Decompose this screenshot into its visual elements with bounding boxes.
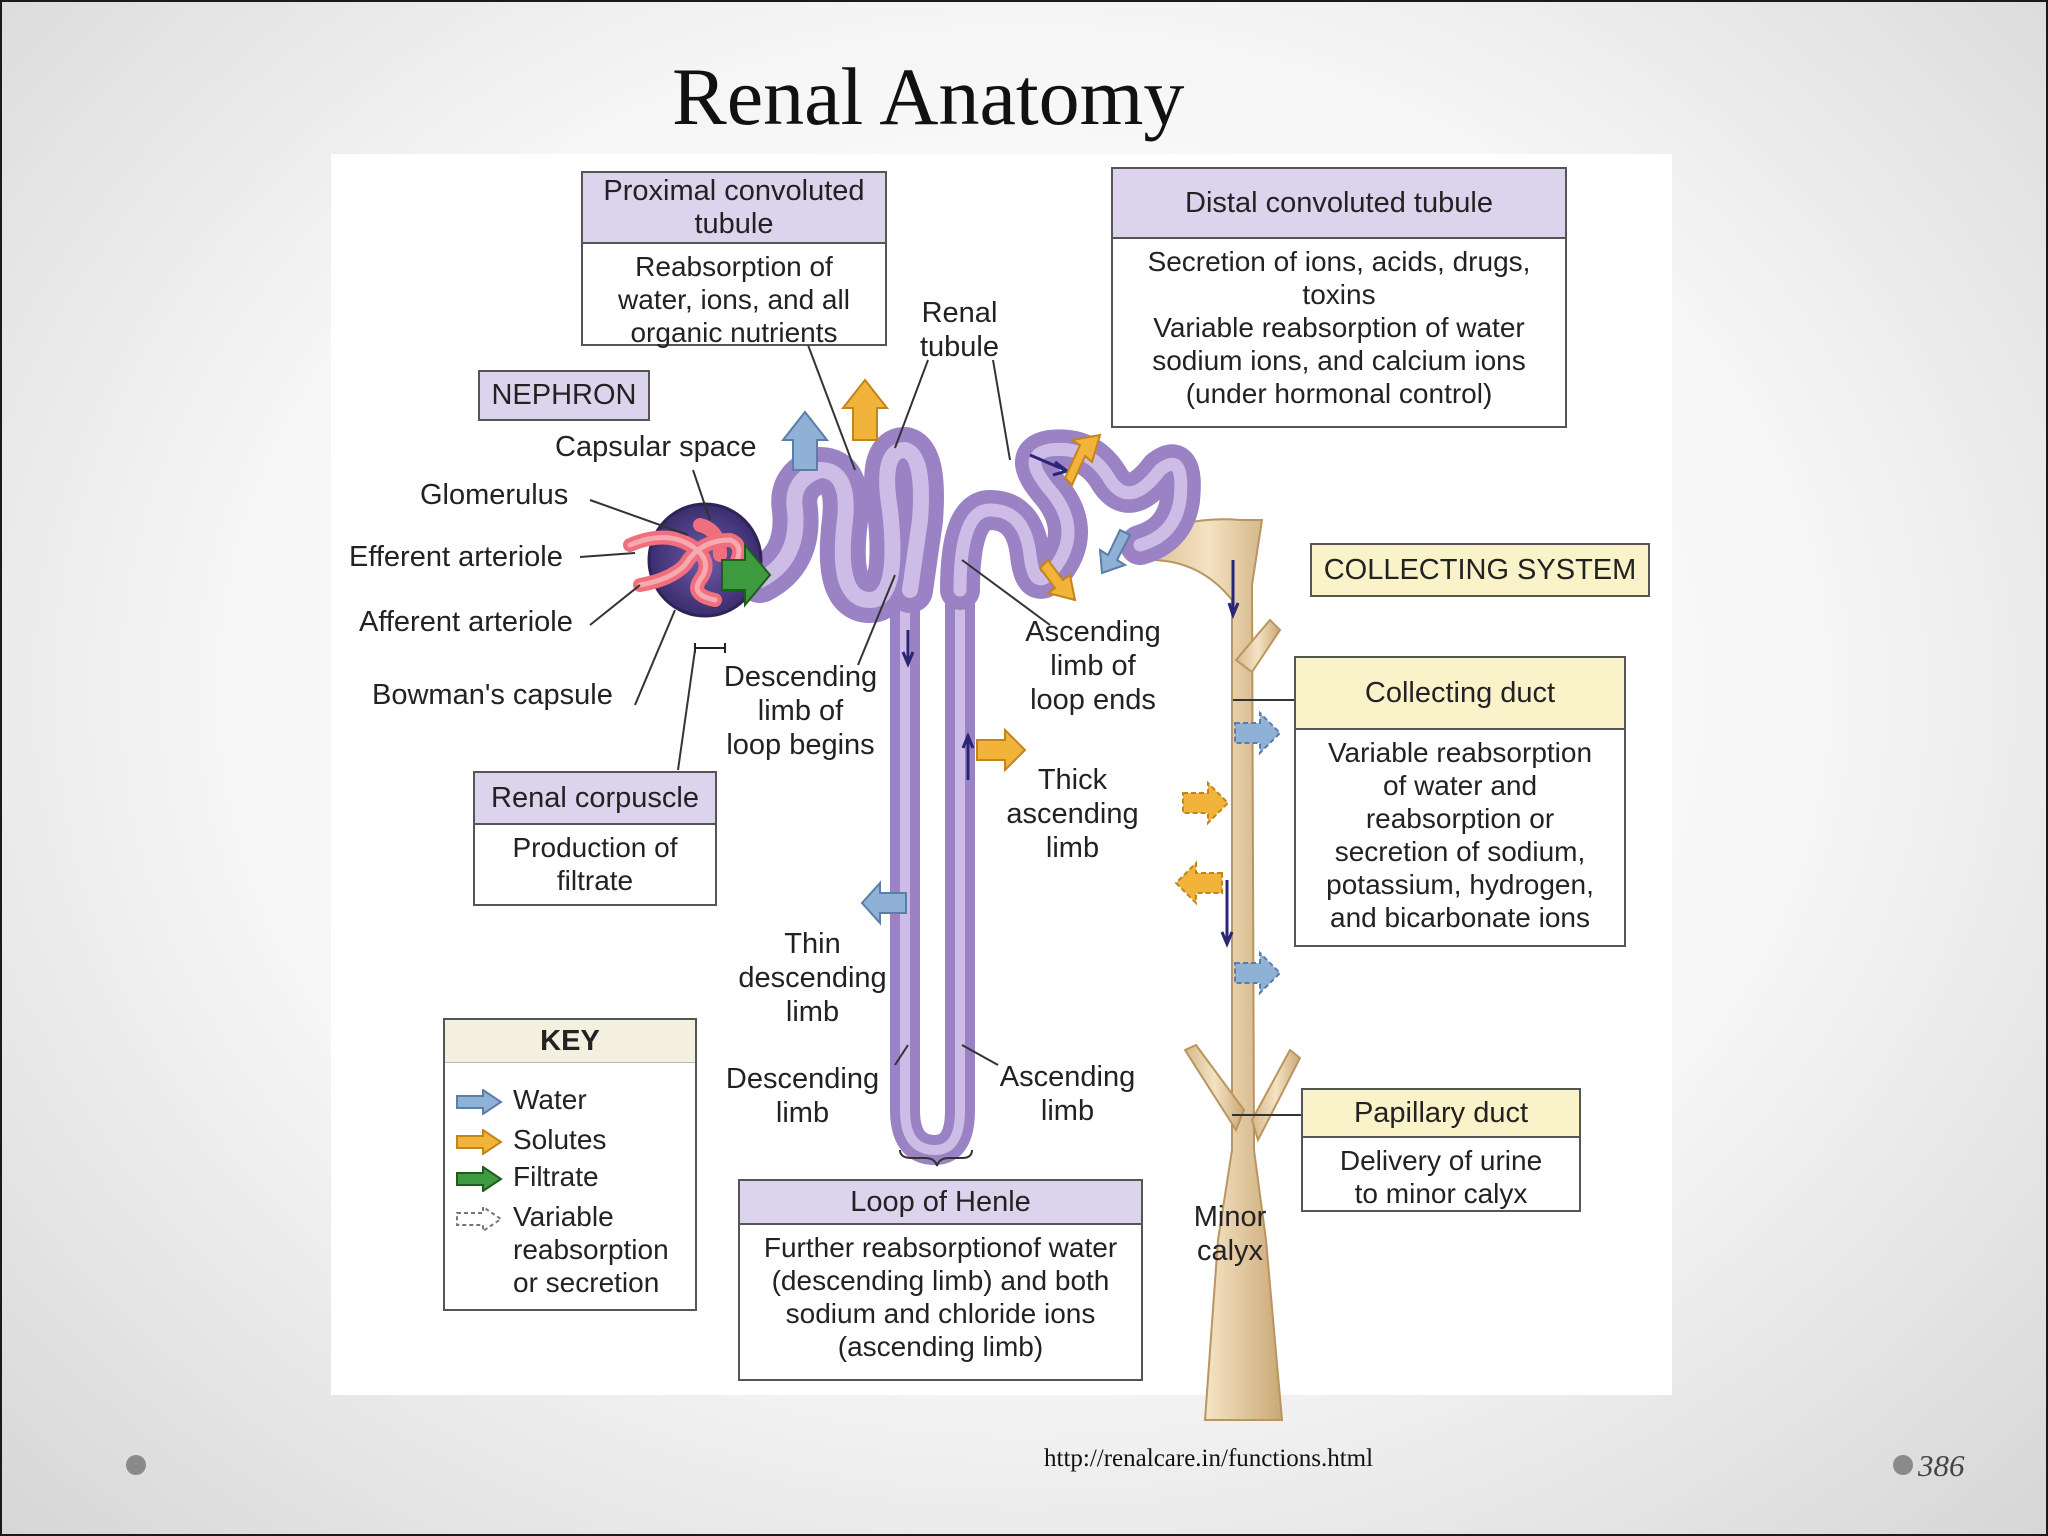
tag-nephron: NEPHRON <box>478 370 650 421</box>
legend-item-water: Water <box>455 1083 587 1116</box>
legend-label-water: Water <box>513 1084 587 1115</box>
variable-arrow-icon <box>1174 860 1223 906</box>
box-distal-title: Distal convoluted tubule <box>1113 169 1565 239</box>
filtrate-arrow-icon <box>721 542 772 608</box>
bullet-dot-left <box>126 1455 146 1475</box>
collecting-duct-shape <box>1133 518 1302 1421</box>
legend-label-variable: Variable reabsorption or secretion <box>513 1201 669 1298</box>
legend-key: KEY Water Solutes Filtrate Variable reab… <box>443 1018 697 1311</box>
label-glomerulus: Glomerulus <box>420 479 569 511</box>
box-distal-body: Secretion of ions, acids, drugs, toxins … <box>1147 246 1531 409</box>
box-collecting-duct: Collecting duct Variable reabsorption of… <box>1294 656 1626 947</box>
water-arrow-icon <box>860 880 907 926</box>
page-number: 386 <box>1918 1448 1965 1483</box>
label-thick-ascending-limb: Thick ascending limb <box>1006 764 1139 864</box>
bullet-dot-right <box>1893 1455 1913 1475</box>
label-ascending-limb: Ascending limb <box>999 1061 1136 1127</box>
filtrate-arrow-icon <box>456 1166 503 1192</box>
solutes-arrow-icon <box>1063 433 1102 487</box>
box-loop-of-henle-body: Further reabsorptionof water (descending… <box>763 1232 1118 1362</box>
water-arrow-icon <box>456 1089 503 1115</box>
label-efferent-arteriole: Efferent arteriole <box>349 541 563 573</box>
legend-item-variable: Variable reabsorption or secretion <box>455 1200 669 1299</box>
label-descending-limb: Descending limb <box>725 1063 880 1129</box>
solutes-arrow-icon <box>1038 558 1077 602</box>
tag-collecting-system: COLLECTING SYSTEM <box>1310 543 1650 597</box>
label-descending-limb-begins: Descending limb of loop begins <box>723 661 878 761</box>
proximal-tubule-shape <box>737 427 944 623</box>
legend-label-filtrate: Filtrate <box>513 1161 599 1192</box>
solutes-arrow-icon <box>976 727 1027 773</box>
box-renal-corpuscle: Renal corpuscle Production of filtrate <box>473 771 717 906</box>
slide-title: Renal Anatomy <box>672 51 1185 142</box>
box-papillary-duct-body: Delivery of urine to minor calyx <box>1339 1145 1543 1209</box>
label-ascending-limb-ends: Ascending limb of loop ends <box>1025 616 1161 716</box>
variable-arrow-icon <box>1234 710 1282 756</box>
label-minor-calyx: Minor calyx <box>1193 1201 1267 1267</box>
variable-arrow-icon <box>1234 950 1282 996</box>
transport-arrows <box>780 378 1282 996</box>
solutes-arrow-icon <box>456 1129 503 1155</box>
box-papillary-duct-title: Papillary duct <box>1303 1090 1579 1138</box>
label-thin-descending-limb: Thin descending limb <box>738 928 887 1028</box>
variable-arrow-icon <box>1182 780 1230 826</box>
box-proximal-title: Proximal convoluted tubule <box>583 173 885 244</box>
box-collecting-duct-body: Variable reabsorption of water and reabs… <box>1326 737 1594 933</box>
box-proximal-body: Reabsorption of water, ions, and all org… <box>618 251 850 348</box>
label-capsular-space: Capsular space <box>555 431 757 463</box>
leader-lines <box>579 344 1305 1167</box>
box-distal-convoluted-tubule: Distal convoluted tubule Secretion of io… <box>1111 167 1567 428</box>
water-arrow-icon <box>780 410 830 471</box>
box-renal-corpuscle-body: Production of filtrate <box>512 832 678 896</box>
solutes-arrow-icon <box>840 378 890 441</box>
label-bowmans-capsule: Bowman's capsule <box>372 679 613 711</box>
distal-tubule-shape <box>940 429 1201 610</box>
label-afferent-arteriole: Afferent arteriole <box>359 606 573 638</box>
legend-item-solutes: Solutes <box>455 1123 606 1156</box>
loop-of-henle-shape <box>890 555 975 1166</box>
box-proximal-convoluted-tubule: Proximal convoluted tubule Reabsorption … <box>581 171 887 348</box>
legend-label-solutes: Solutes <box>513 1124 607 1155</box>
box-collecting-duct-title: Collecting duct <box>1296 658 1624 730</box>
legend-item-filtrate: Filtrate <box>455 1160 599 1193</box>
label-renal-tubule: Renal tubule <box>919 297 999 363</box>
box-loop-of-henle: Loop of Henle Further reabsorptionof wat… <box>738 1179 1143 1381</box>
box-papillary-duct: Papillary duct Delivery of urine to mino… <box>1301 1088 1581 1212</box>
renal-corpuscle-shape <box>623 502 772 653</box>
legend-title: KEY <box>445 1020 695 1063</box>
water-arrow-icon <box>1098 528 1132 575</box>
box-renal-corpuscle-title: Renal corpuscle <box>475 773 715 825</box>
box-loop-of-henle-title: Loop of Henle <box>740 1181 1141 1225</box>
variable-arrow-icon <box>456 1206 503 1232</box>
source-link[interactable]: http://renalcare.in/functions.html <box>1044 1445 1374 1472</box>
